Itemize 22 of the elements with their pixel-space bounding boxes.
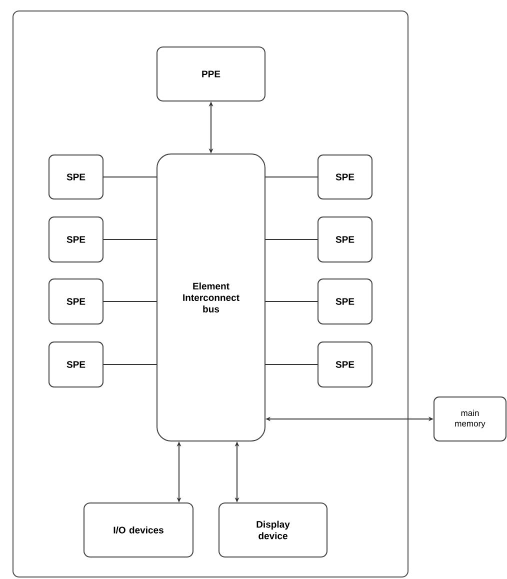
device-box: Display device: [218, 502, 328, 558]
connector-line: [103, 176, 157, 178]
connector-line: [265, 301, 318, 302]
outer-frame: [12, 10, 408, 578]
process-box: SPE: [318, 216, 372, 262]
connector-line: [103, 301, 157, 302]
connector-line: [103, 239, 157, 240]
process-box: SPE: [318, 154, 372, 200]
process-box: SPE: [48, 216, 104, 262]
process-box: PPE: [156, 46, 266, 102]
process-box: SPE: [48, 154, 104, 200]
connector-line: [103, 364, 157, 365]
connector-line: [265, 176, 318, 178]
process-box: SPE: [48, 278, 104, 324]
device-box: I/O devices: [84, 502, 194, 558]
process-box: SPE: [318, 342, 372, 388]
process-box: SPE: [48, 342, 104, 388]
connector-line: [265, 364, 318, 365]
bus-box: Element Interconnect bus: [156, 154, 266, 442]
process-box: SPE: [318, 278, 372, 324]
memory-box: main memory: [434, 396, 506, 442]
connector-line: [265, 239, 318, 240]
